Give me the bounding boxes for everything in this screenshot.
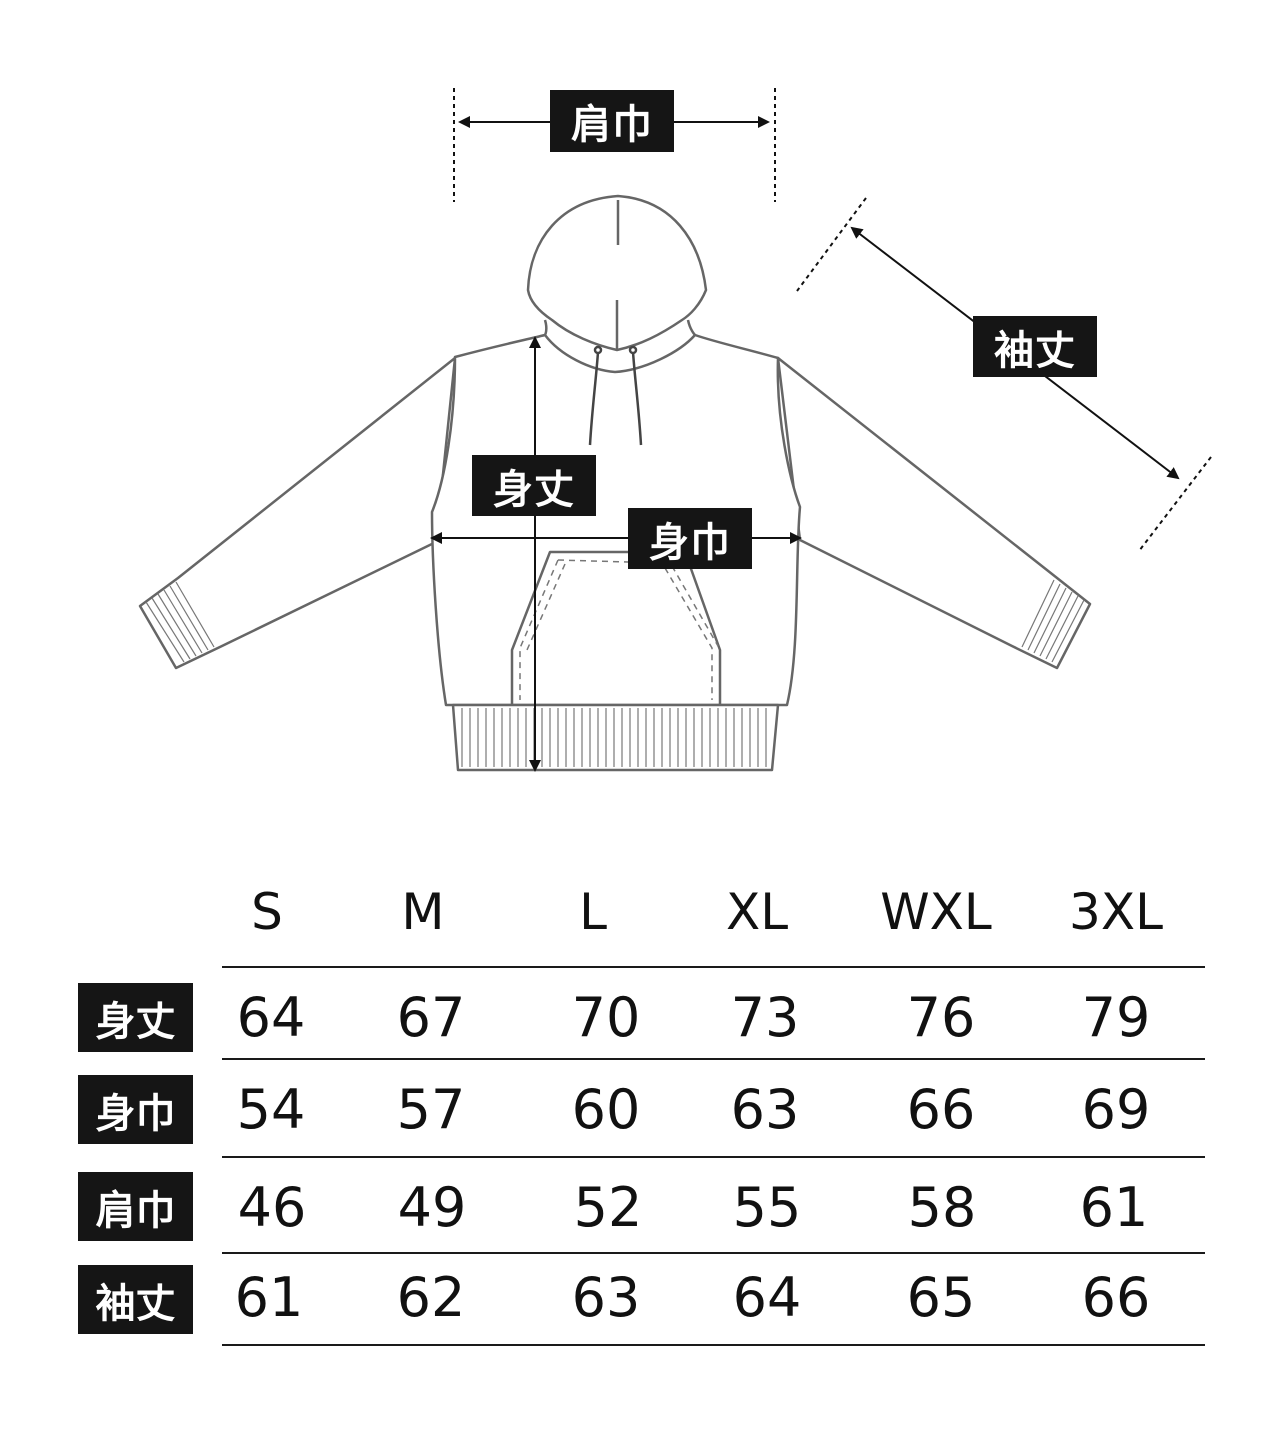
table-cell: 63 bbox=[571, 1266, 641, 1329]
table-cell: 64 bbox=[732, 1266, 802, 1329]
size-header: 3XL bbox=[1069, 883, 1163, 941]
table-cell: 61 bbox=[1079, 1176, 1149, 1239]
table-cell: 62 bbox=[396, 1266, 466, 1329]
table-cell: 49 bbox=[397, 1176, 467, 1239]
cuff-ribbing bbox=[145, 579, 1085, 663]
table-rule bbox=[222, 1058, 1205, 1060]
table-rule bbox=[222, 1344, 1205, 1346]
table-cell: 69 bbox=[1081, 1078, 1151, 1141]
length-label: 身丈 bbox=[472, 455, 596, 516]
width-label: 身巾 bbox=[628, 508, 752, 569]
hoodie-diagram bbox=[138, 88, 1212, 772]
table-cell: 60 bbox=[571, 1078, 641, 1141]
row-label-width: 身巾 bbox=[78, 1075, 193, 1144]
table-cell: 58 bbox=[907, 1176, 977, 1239]
size-header: L bbox=[579, 883, 607, 941]
table-cell: 52 bbox=[573, 1176, 643, 1239]
table-cell: 70 bbox=[571, 986, 641, 1049]
table-cell: 79 bbox=[1081, 986, 1151, 1049]
table-cell: 76 bbox=[906, 986, 976, 1049]
hem-ribbing bbox=[461, 708, 767, 767]
measure-guides bbox=[430, 88, 1212, 772]
table-rule bbox=[222, 1252, 1205, 1254]
table-cell: 55 bbox=[732, 1176, 802, 1239]
table-cell: 46 bbox=[237, 1176, 307, 1239]
table-cell: 66 bbox=[1081, 1266, 1151, 1329]
table-cell: 64 bbox=[236, 986, 306, 1049]
table-rule bbox=[222, 1156, 1205, 1158]
size-header: WXL bbox=[880, 883, 992, 941]
table-cell: 65 bbox=[906, 1266, 976, 1329]
shoulder-label: 肩巾 bbox=[550, 90, 674, 152]
table-rule bbox=[222, 966, 1205, 968]
size-header: S bbox=[251, 883, 283, 941]
table-cell: 57 bbox=[396, 1078, 466, 1141]
size-header: XL bbox=[725, 883, 789, 941]
table-cell: 73 bbox=[730, 986, 800, 1049]
hoodie-outline bbox=[138, 194, 1092, 772]
table-cell: 61 bbox=[234, 1266, 304, 1329]
table-cell: 63 bbox=[730, 1078, 800, 1141]
row-label-shoulder: 肩巾 bbox=[78, 1172, 193, 1241]
drawstrings bbox=[588, 345, 643, 446]
table-cell: 66 bbox=[906, 1078, 976, 1141]
table-cell: 54 bbox=[236, 1078, 306, 1141]
row-label-length: 身丈 bbox=[78, 983, 193, 1052]
row-label-sleeve: 袖丈 bbox=[78, 1265, 193, 1334]
sleeve-label: 袖丈 bbox=[973, 316, 1097, 377]
table-cell: 67 bbox=[396, 986, 466, 1049]
size-header: M bbox=[401, 883, 445, 941]
